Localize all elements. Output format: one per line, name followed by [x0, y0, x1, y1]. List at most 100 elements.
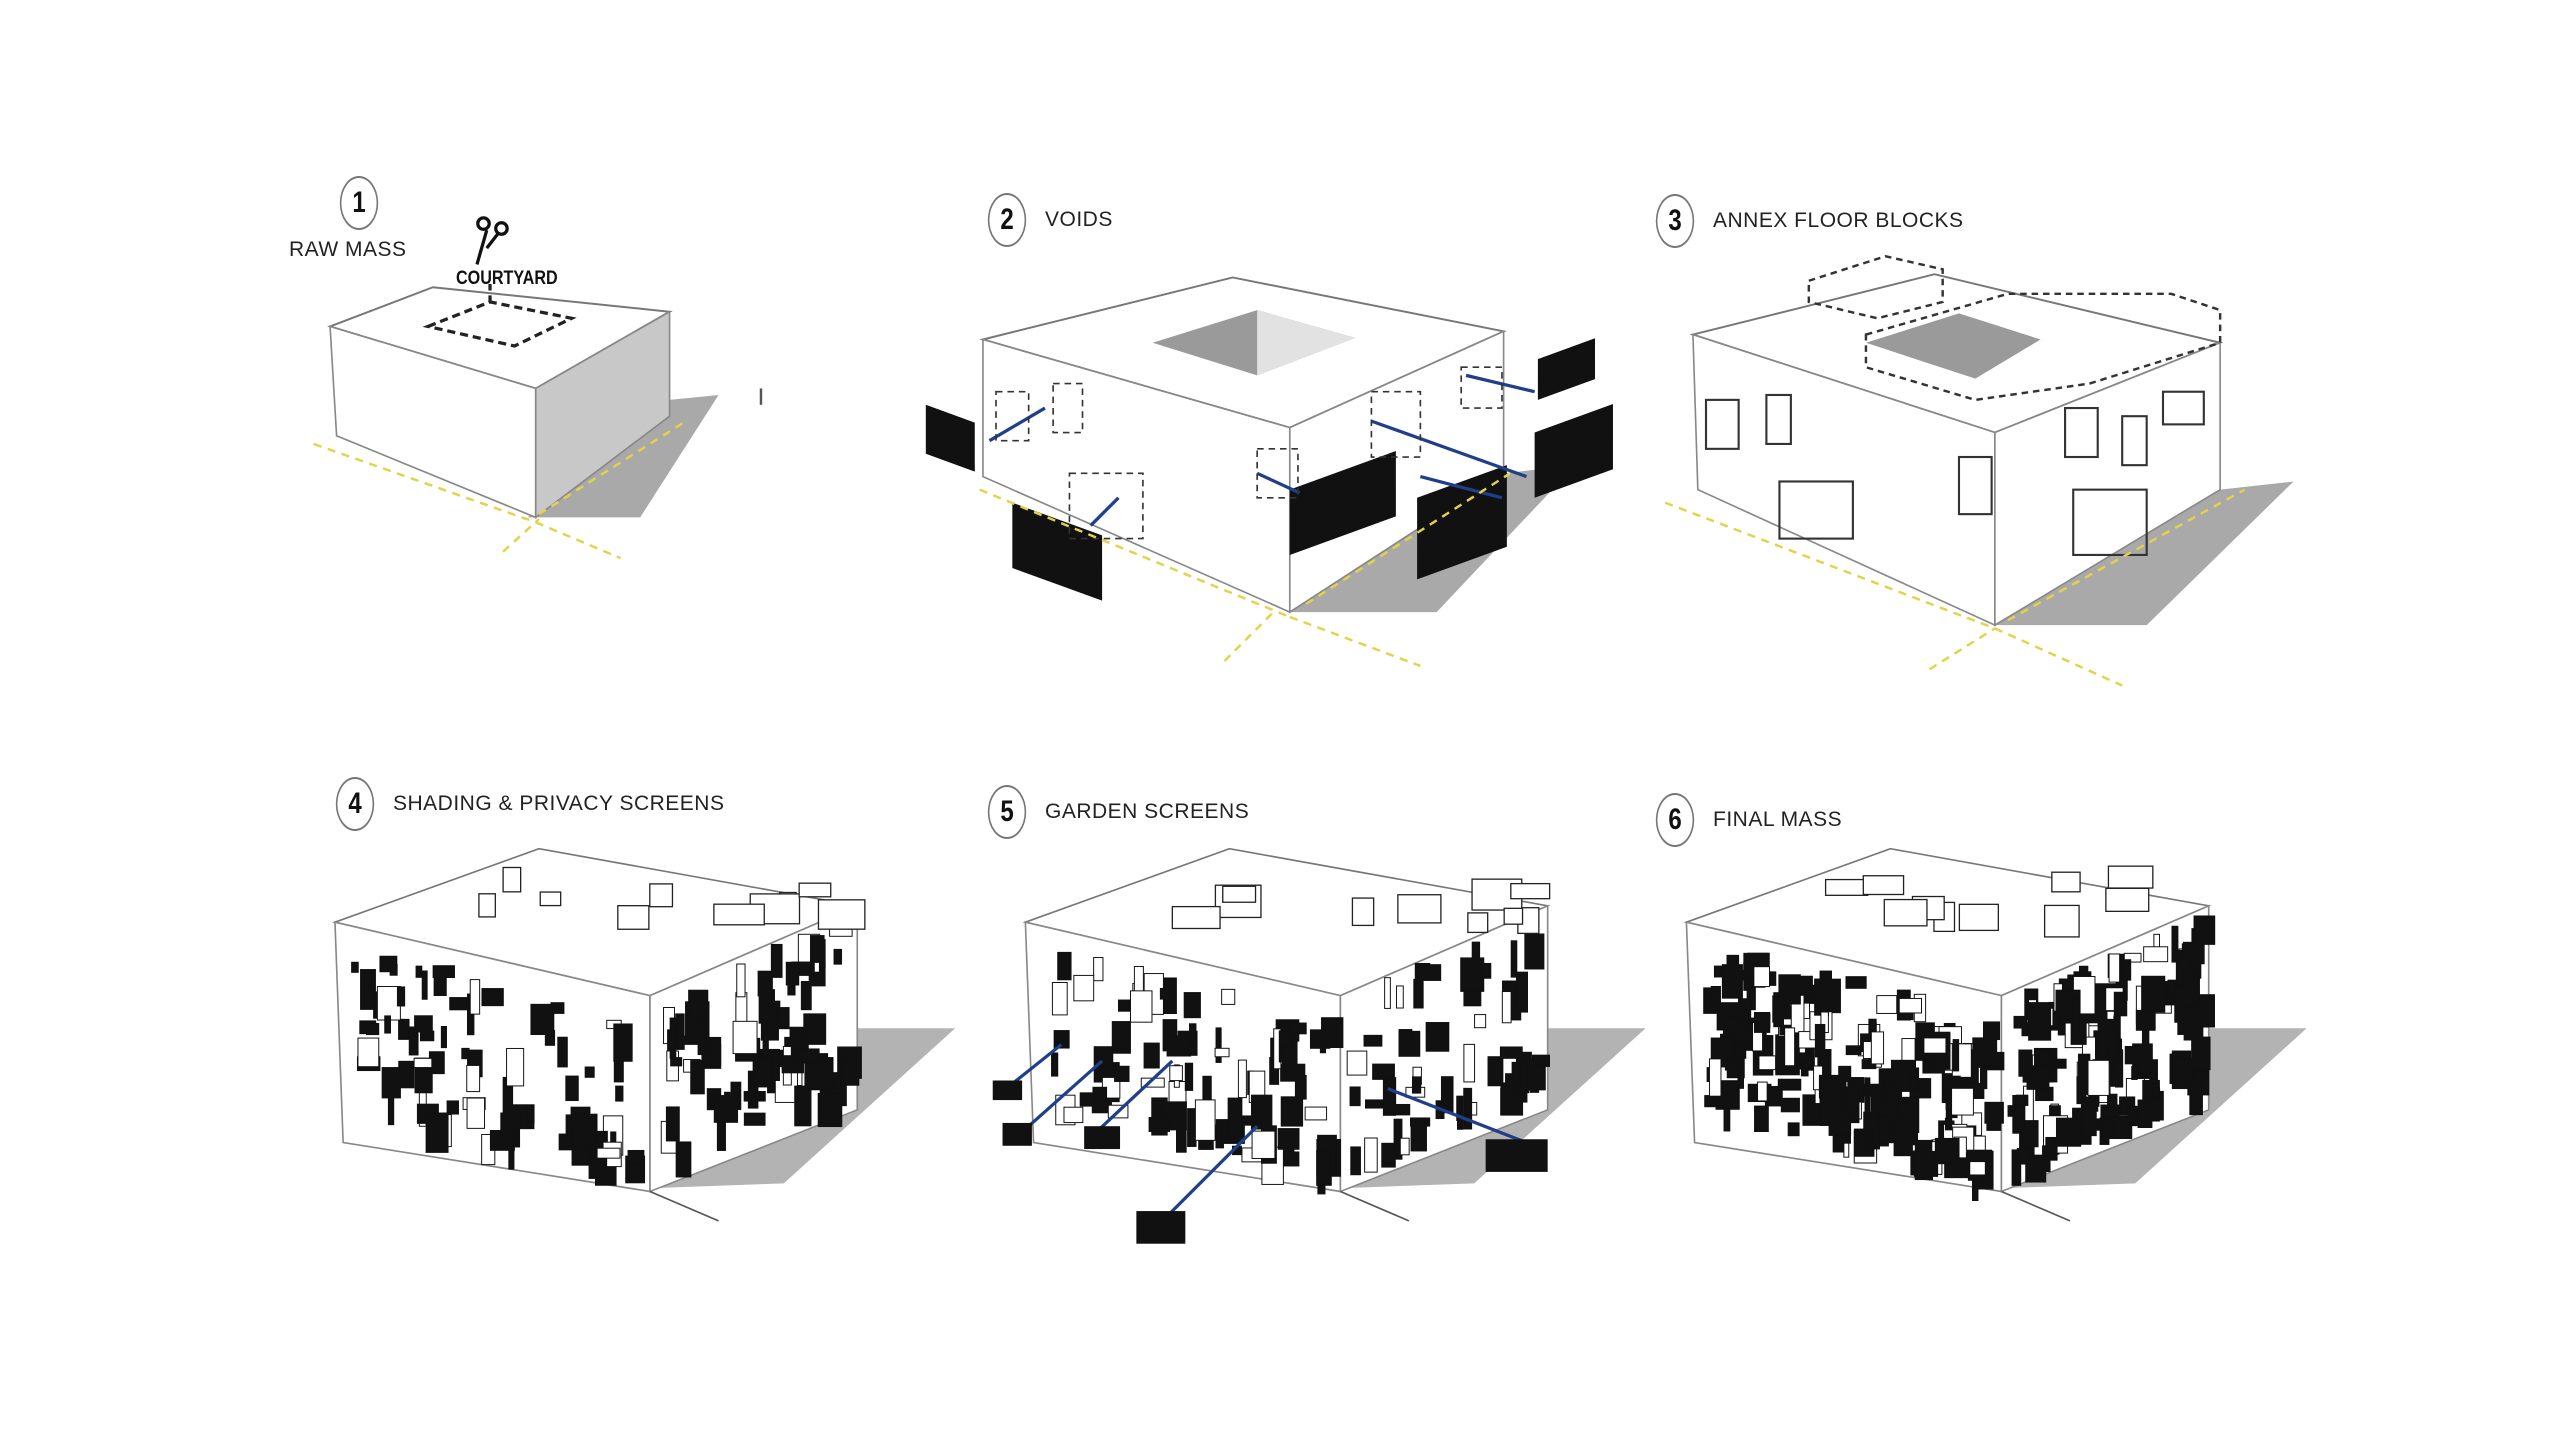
void-outline [1460, 366, 1503, 409]
screen-panel [1753, 1011, 1771, 1033]
void-outline [1256, 448, 1299, 499]
arrow [1465, 373, 1535, 394]
screen-panel [1457, 1096, 1464, 1130]
screen-panel [469, 979, 481, 1015]
screen-panel [1951, 1087, 1974, 1116]
screen-panel [2097, 1019, 2108, 1061]
screen-panel [2143, 946, 2169, 963]
screen-panel [1148, 1116, 1171, 1132]
arrow [1256, 471, 1301, 495]
screen-panel [1952, 1039, 1960, 1072]
diagram-final-mass [1683, 847, 2307, 1222]
screen-panel [1913, 1150, 1939, 1177]
arrow [1419, 475, 1503, 500]
step-label: SHADING & PRIVACY SCREENS [393, 792, 725, 815]
step-number-badge: 3 [1655, 194, 1695, 248]
void-block [1534, 404, 1613, 498]
screen-panel [1063, 1106, 1084, 1124]
screen-panel [1183, 992, 1201, 1019]
screen-panel [1399, 1137, 1410, 1156]
screen-panel [1304, 1106, 1328, 1121]
step-5-title: 5 GARDEN SCREENS [983, 785, 1249, 839]
screen-panel [810, 935, 825, 963]
guide-line [1928, 627, 1996, 671]
screen-panel [1704, 1095, 1718, 1108]
screen-panel [2080, 1096, 2097, 1137]
garden-screen [1136, 1211, 1186, 1244]
garden-screen [1002, 1122, 1032, 1146]
screen-panel [1214, 1047, 1230, 1058]
screen-panel [466, 1097, 486, 1129]
screen-panel [1051, 1052, 1059, 1077]
step-label: ANNEX FLOOR BLOCKS [1713, 209, 1964, 232]
screen-panel [770, 943, 783, 978]
screen-panel [2014, 1104, 2026, 1129]
step-number-badge: 4 [335, 777, 375, 831]
screen-panel [461, 1047, 470, 1060]
screen-panel [794, 1085, 812, 1127]
screen-panel [2149, 1059, 2158, 1085]
arrow [1158, 1125, 1259, 1226]
void-block [925, 404, 975, 472]
screen-panel [1093, 957, 1104, 982]
screen-panel [1460, 957, 1485, 992]
screen-panel [2087, 1059, 2110, 1096]
screen-panel [565, 1075, 579, 1102]
screen-panel [466, 1064, 481, 1093]
step-label: FINAL MASS [1713, 808, 1843, 831]
roof-block [1824, 878, 1869, 896]
screen-panel [1800, 1061, 1809, 1077]
screen-panel [1363, 1034, 1383, 1047]
screen-panel [2106, 1019, 2117, 1049]
roof-block [539, 891, 562, 907]
step-label: VOIDS [1045, 208, 1113, 231]
roof-block [1222, 885, 1257, 903]
opening [2161, 390, 2205, 426]
screen-panel [2135, 1009, 2156, 1031]
screen-panel [2018, 1049, 2033, 1077]
screen-panel [2141, 975, 2166, 1013]
screen-panel [2013, 1015, 2028, 1029]
screen-panel [1474, 1014, 1487, 1029]
screen-panel [2171, 925, 2179, 963]
screen-panel [2099, 1117, 2110, 1145]
screen-panel [1515, 971, 1528, 1013]
step-4-title: 4 SHADING & PRIVACY SCREENS [331, 777, 724, 831]
diagram-garden-screens [992, 847, 1646, 1244]
screen-panel [384, 1015, 391, 1034]
screen-panel [1778, 974, 1801, 1005]
diagram-voids [925, 276, 1613, 668]
screen-panel [1487, 1056, 1504, 1087]
screen-panel [1721, 964, 1743, 999]
step-label: GARDEN SCREENS [1045, 800, 1250, 823]
screen-panel [1388, 1103, 1411, 1116]
screen-panel [1053, 1030, 1070, 1049]
screen-panel [2108, 953, 2121, 983]
screen-panel [2189, 1080, 2203, 1116]
opening [2064, 406, 2099, 459]
roof-block [1883, 898, 1928, 927]
void-outline [1370, 390, 1422, 458]
screen-panel [1463, 1043, 1476, 1083]
screen-panel [1814, 1023, 1826, 1058]
screen-panel [398, 1018, 410, 1040]
screen-panel [675, 1141, 692, 1178]
guide-line [979, 488, 1291, 619]
guide-line [1664, 501, 1996, 630]
screen-panel [379, 955, 398, 973]
screen-panel [1514, 1088, 1528, 1103]
screen-panel [1784, 1027, 1796, 1067]
screen-panel [670, 1057, 683, 1067]
screen-panel [1413, 978, 1424, 1009]
screen-panel [615, 1085, 624, 1102]
screen-panel [508, 1129, 515, 1170]
screen-panel [2173, 1057, 2193, 1084]
screen-panel [2183, 1005, 2204, 1041]
screen-panel [752, 1056, 773, 1088]
screen-panel [762, 1021, 769, 1060]
screen-panel [1982, 1021, 2001, 1041]
void-outline [1068, 472, 1144, 540]
screen-panel [2124, 1045, 2140, 1065]
screen-panel [421, 970, 428, 1000]
roof-block [617, 905, 650, 930]
